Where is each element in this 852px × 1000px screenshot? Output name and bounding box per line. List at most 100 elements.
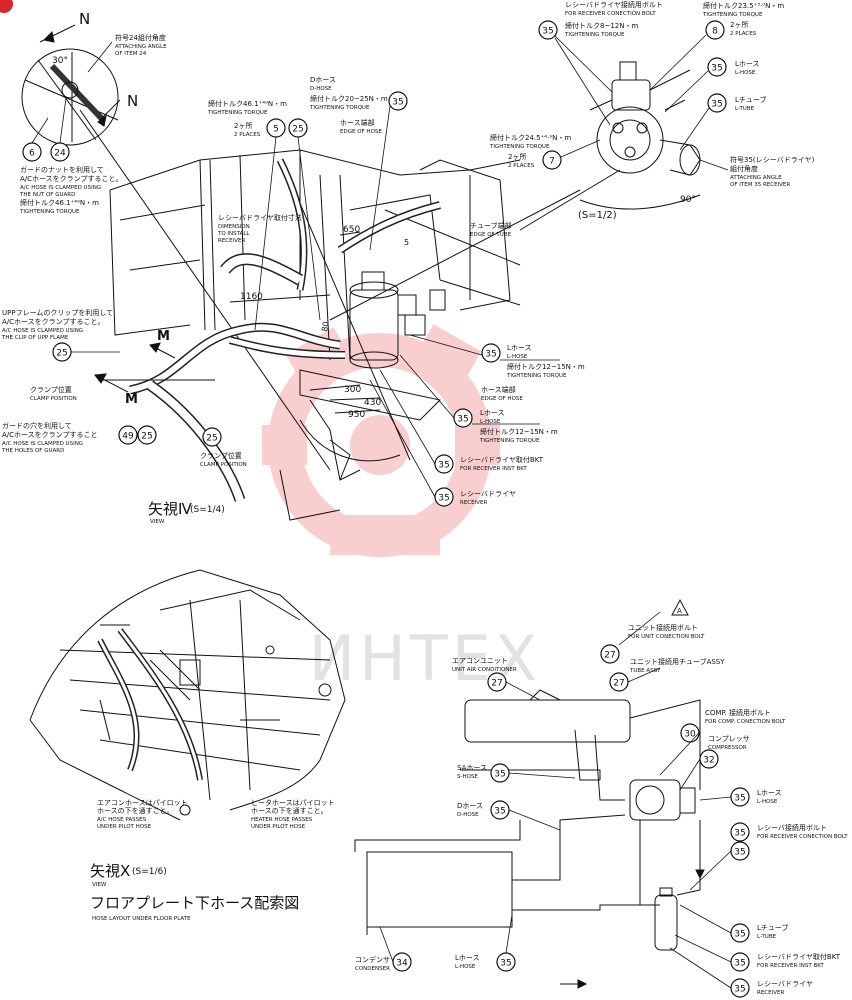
svg-text:TIGHTENING TORQUE: TIGHTENING TORQUE: [506, 373, 567, 379]
balloon-25a: 25: [52, 342, 72, 362]
svg-text:35: 35: [392, 98, 403, 108]
note-torque-46b: 締付トルク46.1⁺⁴⁹N・m TIGHTENING TORQUE 2ヶ所 2 …: [207, 99, 287, 138]
svg-text:ユニット接続用チューブASSY: ユニット接続用チューブASSY: [630, 657, 725, 666]
svg-text:2ヶ所: 2ヶ所: [508, 152, 526, 161]
svg-text:TO INSTALL: TO INSTALL: [217, 231, 250, 237]
svg-text:25: 25: [206, 434, 217, 444]
svg-text:34: 34: [396, 959, 408, 969]
svg-text:Lホース: Lホース: [757, 789, 782, 797]
svg-text:49: 49: [122, 432, 134, 442]
svg-text:35: 35: [734, 930, 745, 940]
svg-text:A/C HOSE PASSES: A/C HOSE PASSES: [97, 817, 147, 823]
svg-text:7: 7: [549, 157, 555, 167]
svg-text:締付トルク24.5⁺⁴·⁹N・m: 締付トルク24.5⁺⁴·⁹N・m: [490, 133, 571, 142]
balloon-27b: 27: [609, 672, 629, 692]
watermark-logo: [262, 324, 500, 557]
svg-text:35: 35: [734, 829, 745, 839]
svg-text:Lチューブ: Lチューブ: [757, 923, 788, 932]
note-guard-holes: ガードの穴を利用して A/Cホースをクランプすること A/C HOSE IS C…: [1, 421, 97, 454]
svg-text:CLAMP POSITION: CLAMP POSITION: [30, 396, 77, 402]
triangle-a: A: [677, 607, 682, 615]
note-unit-tube: ユニット接続用チューブASSY TUBE ASSY: [629, 657, 725, 674]
note-comp-bolt: COMP. 接続用ボルト FOR COMP. CONECTION BOLT: [705, 708, 786, 725]
svg-text:ホース端部: ホース端部: [481, 385, 516, 394]
note-sa-hose: SAホース S-HOSE: [457, 764, 487, 780]
svg-text:ヒータホースはパイロット: ヒータホースはパイロット: [251, 798, 335, 807]
svg-text:25: 25: [141, 432, 152, 442]
dim-950: 950: [348, 410, 365, 420]
svg-text:27: 27: [613, 679, 624, 689]
svg-text:TIGHTENING TORQUE: TIGHTENING TORQUE: [702, 12, 763, 18]
svg-text:TIGHTENING TORQUE: TIGHTENING TORQUE: [489, 144, 550, 150]
balloon-35-m1: 35: [481, 343, 501, 363]
svg-text:エアコンユニット: エアコンユニット: [452, 657, 508, 665]
view-iv-sub: VIEW: [150, 519, 165, 525]
svg-text:L-HOSE: L-HOSE: [507, 354, 528, 360]
svg-text:Lチューブ: Lチューブ: [735, 95, 766, 104]
note-hose-edge: ホース端部 EDGE OF HOSE: [340, 118, 382, 135]
note-l-tube-2: Lチューブ L-TUBE: [757, 923, 788, 940]
svg-text:EDGE OF TUBE: EDGE OF TUBE: [470, 232, 512, 238]
balloon-27a: 27: [600, 644, 620, 664]
svg-text:SAホース: SAホース: [457, 764, 487, 772]
svg-text:L-HOSE: L-HOSE: [455, 964, 476, 970]
svg-text:ATTACHING ANGLE: ATTACHING ANGLE: [730, 175, 782, 181]
svg-text:35: 35: [734, 794, 745, 804]
svg-text:A/Cホースをクランプすること: A/Cホースをクランプすること: [2, 431, 97, 439]
floor-plate-linework: [29, 569, 346, 821]
note-condenser: コンデンサ CONDENSER: [355, 955, 390, 972]
svg-text:35: 35: [494, 770, 505, 780]
note-l-hose-3: Lホース L-HOSE: [757, 789, 782, 805]
svg-text:UNDER PILOT HOSE: UNDER PILOT HOSE: [97, 824, 152, 830]
svg-text:レシーバドライヤ取付BKT: レシーバドライヤ取付BKT: [460, 455, 544, 464]
svg-text:25: 25: [56, 349, 67, 359]
section-mark-2: M: [125, 392, 138, 407]
balloon-6: 6: [22, 142, 42, 162]
svg-text:A/C HOSE IS CLAMPED USING: A/C HOSE IS CLAMPED USING: [2, 441, 83, 447]
svg-text:コンデンサ: コンデンサ: [355, 955, 390, 964]
note-receiver-2: レシーバドライヤ RECEIVER: [757, 980, 813, 996]
svg-text:35: 35: [438, 461, 449, 471]
balloon-35-m3: 35: [434, 454, 454, 474]
dim-300: 300: [344, 385, 361, 395]
balloon-32: 32: [699, 749, 719, 769]
svg-text:D-HOSE: D-HOSE: [310, 86, 332, 92]
svg-text:チューブ端部: チューブ端部: [470, 221, 512, 230]
svg-text:レシーバドライヤ: レシーバドライヤ: [460, 490, 516, 498]
svg-text:RECEIVER: RECEIVER: [757, 990, 784, 996]
svg-text:締付トルク46.1⁺⁴⁹N・m: 締付トルク46.1⁺⁴⁹N・m: [20, 198, 99, 207]
note-aircon-unit: エアコンユニット UNIT AIR CONDITIONER: [452, 657, 517, 673]
note-24-en2: OF ITEM 24: [115, 51, 147, 57]
balloon-35-s7: 35: [730, 952, 750, 972]
svg-text:TUBE ASSY: TUBE ASSY: [629, 668, 661, 674]
svg-text:24: 24: [54, 149, 66, 159]
note-tube-edge: チューブ端部 EDGE OF TUBE: [470, 221, 512, 238]
balloon-34: 34: [392, 952, 412, 972]
svg-text:ユニット接続用ボルト: ユニット接続用ボルト: [628, 623, 698, 632]
svg-text:TIGHTENING TORQUE: TIGHTENING TORQUE: [479, 438, 540, 444]
svg-text:5: 5: [273, 125, 279, 135]
balloon-25b: 25: [288, 118, 308, 138]
note-l-tube: Lチューブ L-TUBE: [735, 95, 766, 112]
note-d-hose: Dホース D-HOSE 締付トルク20~25N・m TIGHTENING TOR…: [309, 76, 388, 111]
dim-80: 80: [320, 321, 331, 333]
note-24-en: ATTACHING ANGLE: [115, 44, 167, 50]
balloon-5: 5: [266, 118, 286, 138]
svg-text:Dホース: Dホース: [457, 802, 483, 810]
dim-430: 430: [364, 398, 381, 408]
svg-text:THE CLIP OF UPP FLAME: THE CLIP OF UPP FLAME: [1, 335, 69, 341]
svg-text:締付トルク12~15N・m: 締付トルク12~15N・m: [507, 362, 585, 371]
view-x-caption-en: HOSE LAYOUT UNDER FLOOR PLATE: [92, 916, 191, 922]
note-item35-angle: 符号35(レシーバドライヤ) 組付角度 ATTACHING ANGLE OF I…: [730, 155, 815, 188]
svg-text:FOR RECEIVER INST BKT: FOR RECEIVER INST BKT: [757, 963, 824, 969]
svg-text:30: 30: [684, 730, 696, 740]
svg-text:HEATER HOSE PASSES: HEATER HOSE PASSES: [251, 817, 313, 823]
note-l-hose-2: Lホース L-HOSE 締付トルク12~15N・m TIGHTENING TOR…: [479, 409, 558, 444]
svg-text:2ヶ所: 2ヶ所: [730, 20, 748, 29]
balloon-35-s5: 35: [730, 841, 750, 861]
svg-text:レシーバドライヤ接続用ボルト: レシーバドライヤ接続用ボルト: [565, 0, 663, 9]
svg-text:RECEIVER: RECEIVER: [460, 500, 487, 506]
svg-text:レシーバドライヤ取付BKT: レシーバドライヤ取付BKT: [757, 952, 841, 961]
svg-text:35: 35: [438, 494, 449, 504]
svg-text:DIMENSION: DIMENSION: [218, 224, 250, 230]
